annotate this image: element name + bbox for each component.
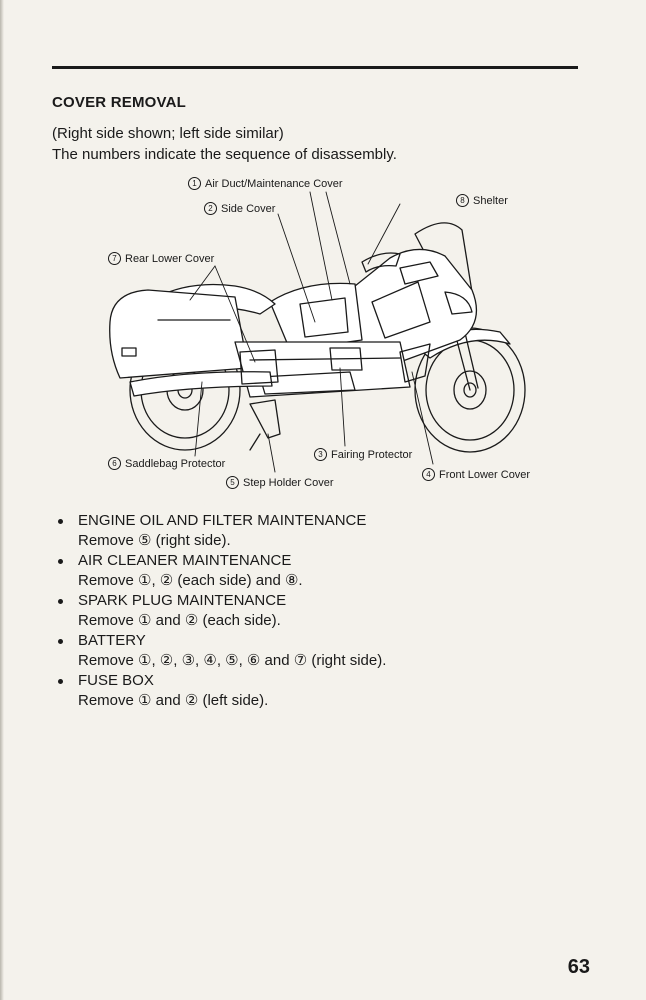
procedure-title: BATTERY bbox=[78, 632, 146, 649]
list-item: ENGINE OIL AND FILTER MAINTENANCE Remove… bbox=[52, 511, 582, 551]
maintenance-procedure-list: ENGINE OIL AND FILTER MAINTENANCE Remove… bbox=[52, 511, 582, 711]
bullet-icon bbox=[58, 679, 63, 684]
procedure-title: AIR CLEANER MAINTENANCE bbox=[78, 552, 292, 569]
header-rule bbox=[52, 66, 578, 69]
callout-leader-lines bbox=[189, 191, 434, 473]
intro-line-1: (Right side shown; left side similar) bbox=[52, 125, 284, 142]
intro-text: (Right side shown; left side similar) Th… bbox=[52, 123, 582, 165]
list-item: FUSE BOX Remove ① and ② (left side). bbox=[52, 671, 582, 711]
bullet-icon bbox=[58, 519, 63, 524]
procedure-text: Remove ① and ② (each side). bbox=[78, 612, 281, 629]
section-title: COVER REMOVAL bbox=[52, 94, 186, 111]
bullet-icon bbox=[58, 599, 63, 604]
list-item: AIR CLEANER MAINTENANCE Remove ①, ② (eac… bbox=[52, 551, 582, 591]
procedure-title: SPARK PLUG MAINTENANCE bbox=[78, 592, 287, 609]
list-item: BATTERY Remove ①, ②, ③, ④, ⑤, ⑥ and ⑦ (r… bbox=[52, 631, 582, 671]
procedure-text: Remove ⑤ (right side). bbox=[78, 532, 231, 549]
bullet-icon bbox=[58, 639, 63, 644]
procedure-text: Remove ①, ②, ③, ④, ⑤, ⑥ and ⑦ (right sid… bbox=[78, 652, 387, 669]
list-item: SPARK PLUG MAINTENANCE Remove ① and ② (e… bbox=[52, 591, 582, 631]
procedure-title: ENGINE OIL AND FILTER MAINTENANCE bbox=[78, 512, 367, 529]
bullet-icon bbox=[58, 559, 63, 564]
page-edge-shadow bbox=[0, 0, 4, 1000]
motorcycle-illustration bbox=[109, 191, 526, 473]
procedure-text: Remove ①, ② (each side) and ⑧. bbox=[78, 572, 303, 589]
procedure-title: FUSE BOX bbox=[78, 672, 154, 689]
procedure-text: Remove ① and ② (left side). bbox=[78, 692, 269, 709]
page-number: 63 bbox=[567, 956, 590, 978]
intro-line-2: The numbers indicate the sequence of dis… bbox=[52, 146, 397, 163]
